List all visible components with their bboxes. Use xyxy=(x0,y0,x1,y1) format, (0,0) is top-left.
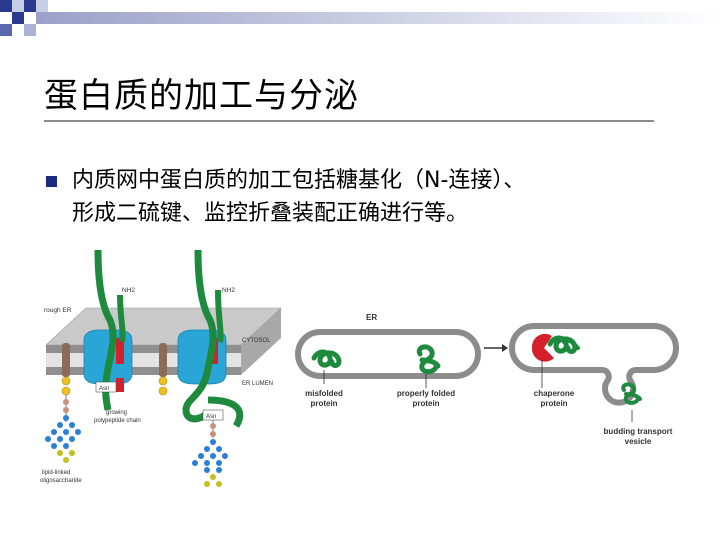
label-misfolded: misfolded xyxy=(305,389,343,398)
label-asn: Asn xyxy=(206,414,216,420)
bullet-line-2: 形成二硫键、监控折叠装配正确进行等。 xyxy=(72,201,469,226)
label-chaperone: chaperone xyxy=(534,389,575,398)
bullet-square-icon xyxy=(46,176,57,187)
label-er-lumen: ER LUMEN xyxy=(242,381,273,387)
label-budding-transport: budding transport xyxy=(604,427,673,436)
asn-box xyxy=(95,381,117,393)
label-asn: Asn xyxy=(99,386,109,392)
er-compartment xyxy=(295,329,481,379)
er-glycosylation-figure: rough ER NH2 NH2 CYTOSOL ER LUMEN Asn As… xyxy=(40,250,282,487)
bound-protein-icon xyxy=(547,335,578,354)
membrane-upper-leaflet xyxy=(46,345,241,353)
label-properly-folded-protein: protein xyxy=(412,399,439,408)
label-er: ER xyxy=(366,313,377,322)
polypeptide-chain xyxy=(94,250,117,411)
phosphate-icon xyxy=(61,376,71,386)
phosphate-icon xyxy=(158,376,168,386)
misfolded-protein-icon xyxy=(311,349,342,368)
polypeptide-chain xyxy=(117,294,126,343)
er-compartment-budding xyxy=(509,323,679,406)
corner-decoration xyxy=(0,0,720,36)
bullet-text: 内质网中蛋白质的加工包括糖基化（N-连接）、 形成二硫键、监控折叠装配正确进行等… xyxy=(72,164,682,230)
label-misfolded-protein: protein xyxy=(310,399,337,408)
bound-protein-icon xyxy=(562,338,580,350)
polypeptide-chain xyxy=(207,396,244,428)
phosphate-icon xyxy=(61,386,71,396)
oligosaccharyl-transferase xyxy=(116,338,124,364)
label-vesicle: vesicle xyxy=(625,437,652,446)
page-title: 蛋白质的加工与分泌 xyxy=(44,76,359,116)
dolichol-anchor-icon xyxy=(62,343,70,377)
label-nh2: NH2 xyxy=(222,287,235,294)
polypeptide-chain xyxy=(182,250,217,423)
oligosaccharyl-transferase xyxy=(116,378,124,392)
membrane-lower-leaflet xyxy=(46,367,241,375)
oligosaccharide-tree-icon xyxy=(45,395,81,463)
label-rough-er: rough ER xyxy=(44,307,72,314)
title-divider xyxy=(44,120,654,122)
phosphate-icon xyxy=(158,386,168,396)
label-polypeptide-chain: polypeptide chain xyxy=(94,418,141,424)
bullet-line-1: 内质网中蛋白质的加工包括糖基化（N-连接）、 xyxy=(72,168,526,193)
vesicle-protein-icon xyxy=(621,382,642,405)
label-oligosaccharide: oligosaccharide xyxy=(40,478,82,484)
folded-protein-icon xyxy=(416,344,441,375)
label-lipid-linked: lipid-linked xyxy=(42,470,70,476)
er-quality-control-figure: ER misfolded protein properly folded pro… xyxy=(295,313,679,446)
dolichol-anchor-icon xyxy=(159,343,167,377)
label-properly-folded: properly folded xyxy=(397,389,455,398)
oligosaccharide-tree-icon xyxy=(192,420,228,487)
label-chaperone-protein: protein xyxy=(540,399,567,408)
label-nh2: NH2 xyxy=(122,287,135,294)
arrow-head xyxy=(502,344,508,352)
label-cytosol: CYTOSOL xyxy=(242,338,271,344)
membrane-side xyxy=(241,308,281,375)
chaperone-protein-icon xyxy=(531,333,554,362)
label-growing: growing xyxy=(106,410,127,416)
polypeptide-chain xyxy=(215,289,224,343)
